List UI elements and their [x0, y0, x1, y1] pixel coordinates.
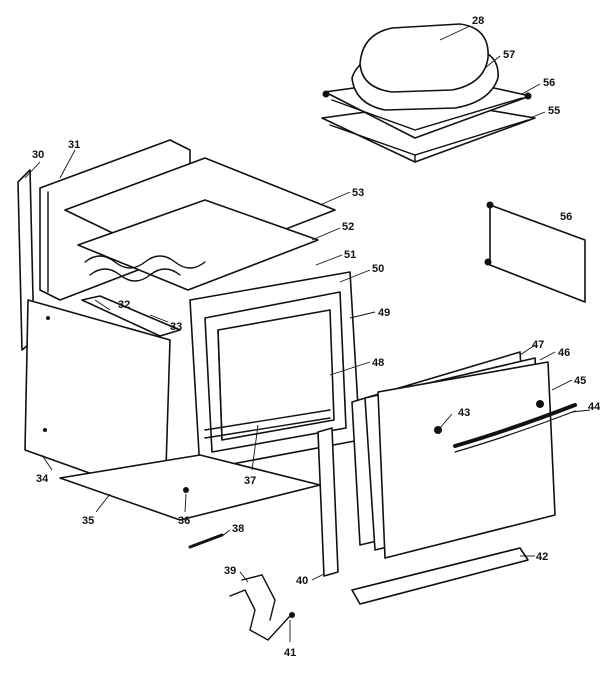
callout-50: 50 [372, 263, 384, 275]
callout-57: 57 [503, 49, 515, 61]
callout-42: 42 [536, 551, 548, 563]
callout-37: 37 [244, 475, 256, 487]
callout-labels: 28 57 56 55 30 31 53 52 51 50 56 32 33 4… [32, 15, 601, 659]
callout-31: 31 [68, 139, 80, 151]
callout-45: 45 [574, 375, 586, 387]
side-trim-40 [317, 427, 339, 577]
vent-cover-28 [359, 23, 489, 93]
top-brace-52 [77, 199, 319, 291]
burner-grate-51 [84, 255, 206, 282]
door-panel-45 [377, 361, 556, 559]
callout-40: 40 [296, 575, 308, 587]
callout-56: 56 [543, 77, 555, 89]
callout-36: 36 [178, 515, 190, 527]
side-strip-32 [81, 295, 181, 337]
callout-32: 32 [118, 299, 130, 311]
bottom-trim-37 [204, 409, 331, 439]
callout-53: 53 [352, 187, 364, 199]
callout-52: 52 [342, 221, 354, 233]
oven-cavity-48 [217, 309, 335, 441]
door-handle-44 [453, 403, 577, 453]
hinge-pin-38 [188, 533, 224, 549]
callout-39: 39 [224, 565, 236, 577]
callout-49: 49 [378, 307, 390, 319]
callout-43: 43 [458, 407, 470, 419]
callout-51: 51 [344, 249, 356, 261]
callout-28: 28 [472, 15, 484, 27]
callout-34: 34 [36, 473, 49, 485]
broiler-panel-56 [484, 201, 586, 303]
kick-panel-42 [351, 547, 529, 605]
callout-55: 55 [548, 105, 560, 117]
callout-38: 38 [232, 523, 244, 535]
callout-41: 41 [284, 647, 296, 659]
callout-33: 33 [170, 321, 182, 333]
callout-30: 30 [32, 149, 44, 161]
hinge-spring-41 [241, 574, 295, 621]
callout-47: 47 [532, 339, 544, 351]
callout-35: 35 [82, 515, 94, 527]
foot-36 [183, 487, 189, 493]
callout-48: 48 [372, 357, 384, 369]
callout-44: 44 [588, 401, 601, 413]
callout-56-panel: 56 [560, 211, 572, 223]
fastener-dot [322, 90, 330, 98]
fastener-dot [524, 92, 532, 100]
callout-46: 46 [558, 347, 570, 359]
hinge-bracket-39 [229, 589, 291, 641]
screw-dot [43, 428, 47, 432]
leader-lines [24, 25, 591, 642]
screw-dot [46, 316, 50, 320]
